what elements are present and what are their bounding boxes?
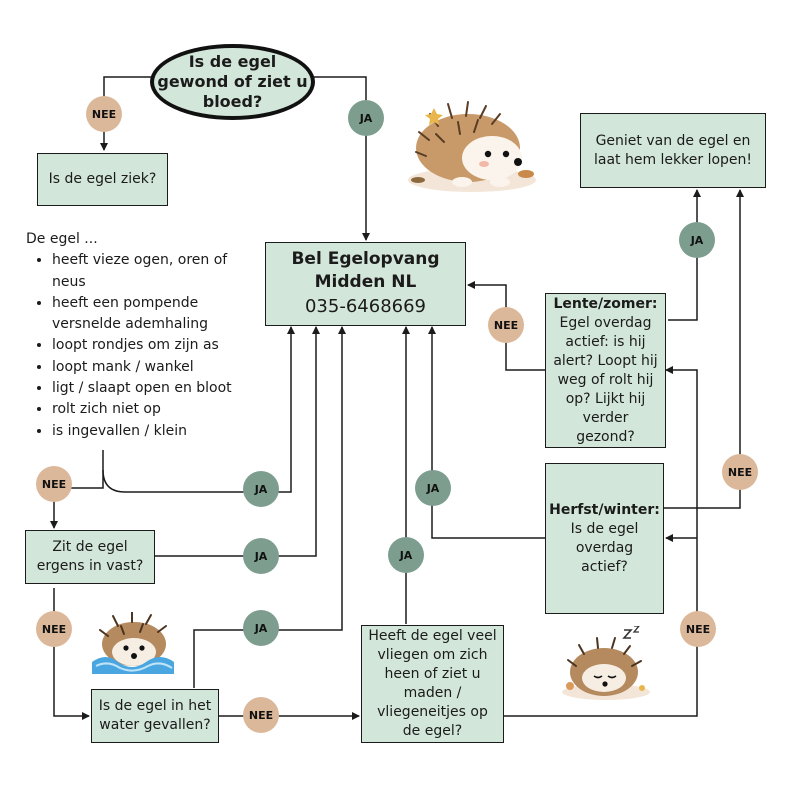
nee-badge: NEE: [36, 466, 72, 502]
ziek-question-text: Is de egel ziek?: [48, 171, 157, 187]
nee-badge: NEE: [86, 96, 122, 132]
hedgehog-sleeping-illustration: [562, 626, 650, 700]
autumn-winter-title: Herfst/winter:: [549, 501, 660, 518]
enjoy-hedgehog-text: Geniet van de egel en laat hem lekker lo…: [593, 132, 753, 168]
ja-badge: JA: [415, 470, 451, 506]
water-question-text: Is de egel in het water gevallen?: [98, 698, 212, 733]
ja-badge: JA: [348, 100, 384, 136]
ja-badge: JA: [388, 537, 424, 573]
ja-badge: JA: [679, 222, 715, 258]
nee-badge: NEE: [722, 454, 758, 490]
symptom-list: De egel ... heeft vieze ogen, oren of ne…: [26, 229, 254, 442]
nee-badge: NEE: [680, 611, 716, 647]
ja-badge: JA: [243, 471, 279, 507]
hedgehog-swimming-illustration: [92, 612, 174, 674]
enjoy-hedgehog-box: Geniet van de egel en laat hem lekker lo…: [580, 113, 766, 188]
ja-badge: JA: [243, 538, 279, 574]
flies-question-box: Heeft de egel veel vliegen om zich heen …: [361, 625, 504, 743]
autumn-winter-box: Herfst/winter: Is de egel overdag actief…: [545, 463, 664, 614]
nee-badge: NEE: [488, 307, 524, 343]
call-rescue-phone: 035-6468669: [304, 296, 427, 317]
autumn-winter-text: Is de egel overdag actief?: [570, 520, 639, 575]
symptom-item: rolt zich niet op: [52, 399, 254, 420]
symptom-item: heeft een pompende versnelde ademhaling: [52, 293, 254, 336]
symptom-item: loopt rondjes om zijn as: [52, 335, 254, 356]
stuck-question-text: Zit de egel ergens in vast?: [36, 539, 144, 574]
symptom-intro: De egel ...: [26, 231, 98, 247]
start-question-text: Is de egel gewond of ziet u bloed?: [157, 52, 308, 111]
ziek-question-box: Is de egel ziek?: [37, 153, 168, 206]
spring-summer-text: Egel overdag actief: is hij alert? Loopt…: [553, 314, 658, 445]
call-rescue-title: Bel Egelopvang Midden NL: [291, 249, 440, 292]
water-question-box: Is de egel in het water gevallen?: [91, 689, 219, 743]
stuck-question-box: Zit de egel ergens in vast?: [25, 530, 155, 584]
flies-question-text: Heeft de egel veel vliegen om zich heen …: [368, 628, 497, 739]
hedgehog-walking-illustration: [408, 101, 536, 192]
start-question-oval: Is de egel gewond of ziet u bloed?: [150, 44, 315, 120]
call-rescue-box: Bel Egelopvang Midden NL 035-6468669: [265, 242, 466, 326]
ja-badge: JA: [243, 610, 279, 646]
symptom-item: loopt mank / wankel: [52, 357, 254, 378]
nee-badge: NEE: [36, 611, 72, 647]
spring-summer-title: Lente/zomer:: [553, 295, 658, 312]
symptom-item: heeft vieze ogen, oren of neus: [52, 250, 254, 293]
spring-summer-box: Lente/zomer: Egel overdag actief: is hij…: [545, 293, 666, 448]
symptom-item: ligt / slaapt open en bloot: [52, 378, 254, 399]
symptom-item: is ingevallen / klein: [52, 421, 254, 442]
nee-badge: NEE: [243, 697, 279, 733]
